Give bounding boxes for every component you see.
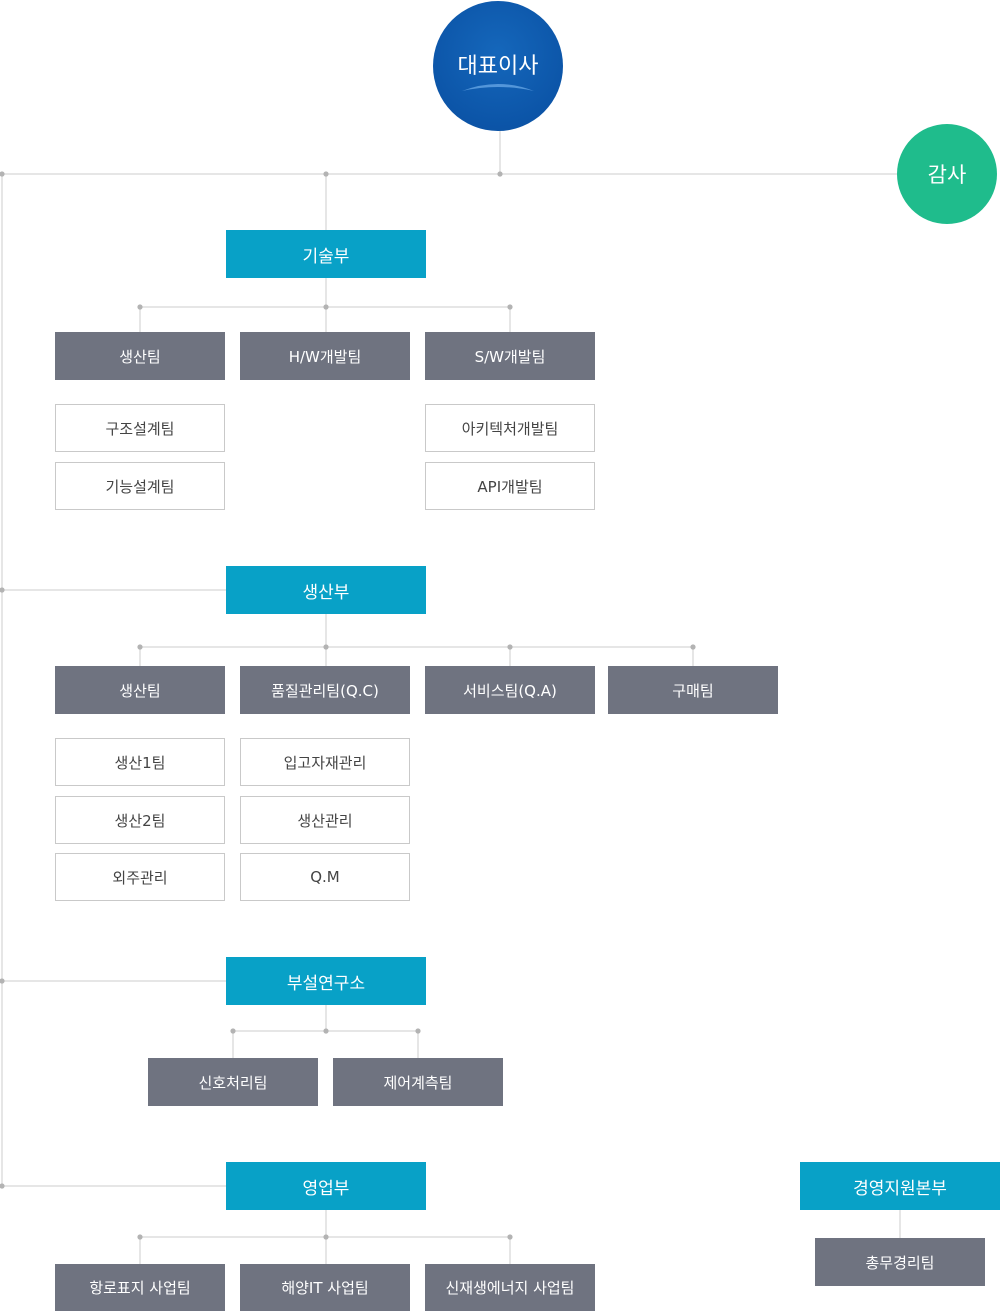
dept-management: 경영지원본부: [800, 1162, 1000, 1210]
tech-team-production: 생산팀: [55, 332, 225, 380]
lab-team-signal: 신호처리팀: [148, 1058, 318, 1106]
lab-team-control: 제어계측팀: [333, 1058, 503, 1106]
audit-label: 감사: [927, 163, 967, 187]
audit-node: 감사: [897, 124, 997, 224]
sales-team-marine-it: 해양IT 사업팀: [240, 1264, 410, 1311]
tech-sub-api: API개발팀: [425, 462, 595, 510]
mgmt-team-general-affairs: 총무경리팀: [815, 1238, 985, 1286]
tech-sub-architecture: 아키텍처개발팀: [425, 404, 595, 452]
dept-tech: 기술부: [226, 230, 426, 278]
prod-sub-management: 생산관리: [240, 796, 410, 844]
ceo-label: 대표이사: [457, 54, 539, 79]
dept-production: 생산부: [226, 566, 426, 614]
tech-team-hw: H/W개발팀: [240, 332, 410, 380]
prod-team-purchase: 구매팀: [608, 666, 778, 714]
prod-sub-1: 생산1팀: [55, 738, 225, 786]
sales-team-renewable: 신재생에너지 사업팀: [425, 1264, 595, 1311]
swoosh-icon: [462, 84, 534, 91]
prod-sub-2: 생산2팀: [55, 796, 225, 844]
prod-sub-outsourcing: 외주관리: [55, 853, 225, 901]
tech-sub-structure: 구조설계팀: [55, 404, 225, 452]
sales-team-navaid: 항로표지 사업팀: [55, 1264, 225, 1311]
tech-sub-function: 기능설계팀: [55, 462, 225, 510]
prod-team-qa: 서비스팀(Q.A): [425, 666, 595, 714]
prod-team-qc: 품질관리팀(Q.C): [240, 666, 410, 714]
prod-team-production: 생산팀: [55, 666, 225, 714]
dept-lab: 부설연구소: [226, 957, 426, 1005]
dept-sales: 영업부: [226, 1162, 426, 1210]
prod-sub-material: 입고자재관리: [240, 738, 410, 786]
ceo-node: 대표이사: [433, 1, 563, 131]
prod-sub-qm: Q.M: [240, 853, 410, 901]
tech-team-sw: S/W개발팀: [425, 332, 595, 380]
